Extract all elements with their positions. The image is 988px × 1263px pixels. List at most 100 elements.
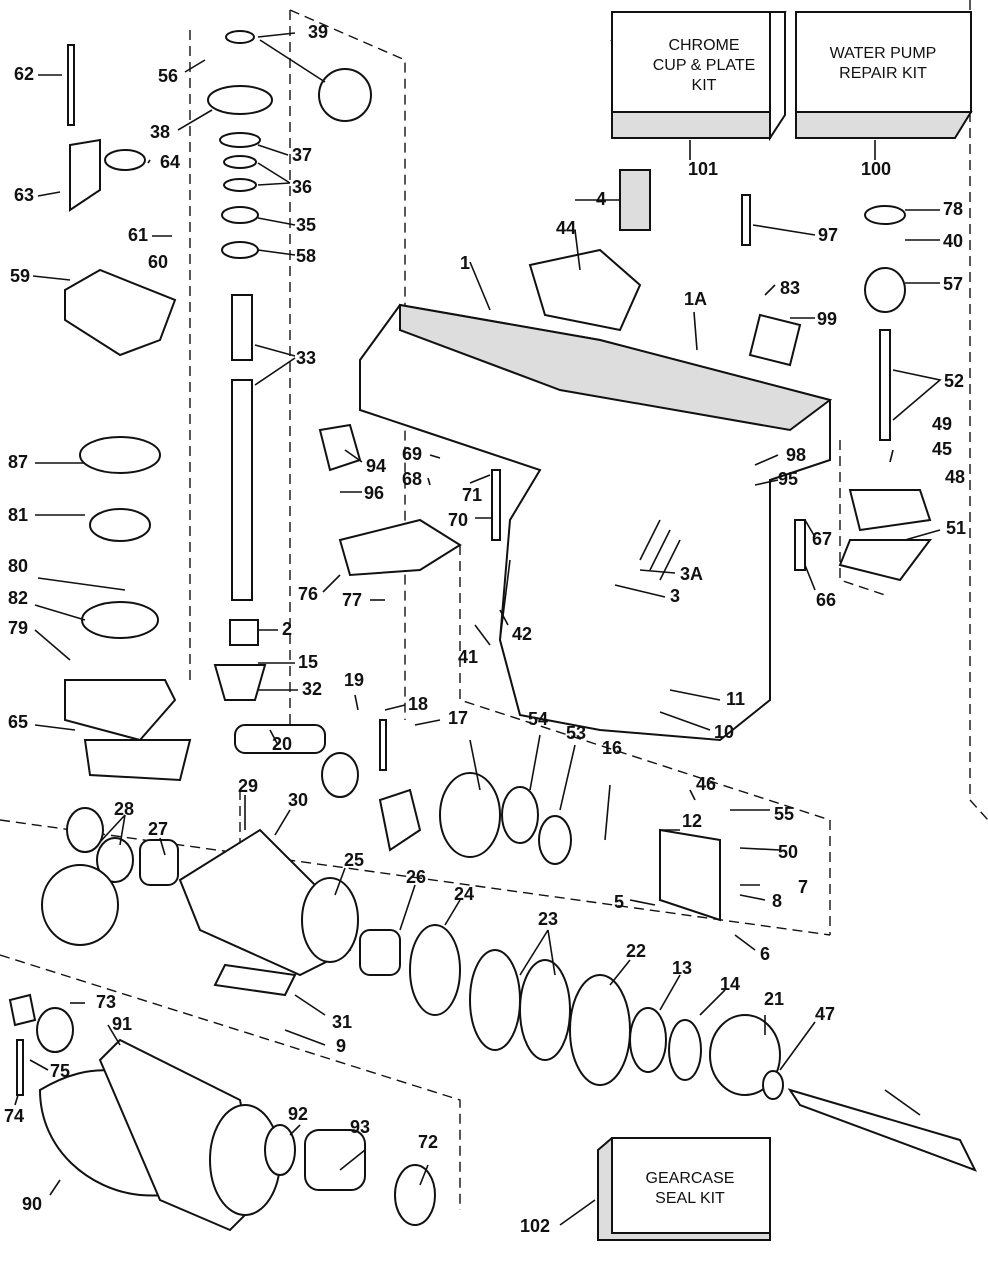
kit-labels: CHROME CUP & PLATE KIT 101 WATER PUMP RE… (646, 37, 937, 1207)
callout-49: 49 (932, 414, 952, 434)
callout-46: 46 (696, 774, 716, 794)
callout-73: 73 (96, 992, 116, 1012)
callout-58: 58 (296, 246, 316, 266)
callout-6: 6 (760, 944, 770, 964)
kit-chrome-line-2: CUP & PLATE (653, 57, 756, 74)
callout-45: 45 (932, 439, 952, 459)
callout-68: 68 (402, 469, 422, 489)
callout-3a: 3A (680, 564, 703, 584)
callout-32: 32 (302, 679, 322, 699)
callout-57: 57 (943, 274, 963, 294)
callout-3: 3 (670, 586, 680, 606)
callout-65: 65 (8, 712, 28, 732)
callout-59: 59 (10, 266, 30, 286)
callout-80: 80 (8, 556, 28, 576)
callout-2: 2 (282, 619, 292, 639)
callout-15: 15 (298, 652, 318, 672)
callout-66: 66 (816, 590, 836, 610)
callout-25: 25 (344, 850, 364, 870)
kit-chrome-line-1: CHROME (668, 37, 739, 54)
gearcase-housing (359, 303, 833, 742)
callout-17: 17 (448, 708, 468, 728)
callout-48: 48 (945, 467, 965, 487)
callout-29: 29 (238, 776, 258, 796)
callout-20: 20 (272, 734, 292, 754)
callout-1a: 1A (684, 289, 707, 309)
callout-63: 63 (14, 185, 34, 205)
callout-42: 42 (512, 624, 532, 644)
callout-10: 10 (714, 722, 734, 742)
kit-chrome-number: 101 (688, 159, 718, 179)
callout-1: 1 (460, 253, 470, 273)
callout-62: 62 (14, 64, 34, 84)
callout-76: 76 (298, 584, 318, 604)
callout-60: 60 (148, 252, 168, 272)
callout-96: 96 (364, 483, 384, 503)
propeller-assembly (8, 993, 436, 1232)
callout-33: 33 (296, 348, 316, 368)
callout-12: 12 (682, 811, 702, 831)
callout-19: 19 (344, 670, 364, 690)
callout-30: 30 (288, 790, 308, 810)
callout-61: 61 (128, 225, 148, 245)
kit-waterpump-number: 100 (861, 159, 891, 179)
callout-40: 40 (943, 231, 963, 251)
callout-99: 99 (817, 309, 837, 329)
callout-83: 83 (780, 278, 800, 298)
callout-56: 56 (158, 66, 178, 86)
callout-79: 79 (8, 618, 28, 638)
callout-50: 50 (778, 842, 798, 862)
callout-18: 18 (408, 694, 428, 714)
callout-70: 70 (448, 510, 468, 530)
callout-51: 51 (946, 518, 966, 538)
callout-36: 36 (292, 177, 312, 197)
callout-28: 28 (114, 799, 134, 819)
callout-77: 77 (342, 590, 362, 610)
callout-27: 27 (148, 819, 168, 839)
callout-14: 14 (720, 974, 740, 994)
callout-74: 74 (4, 1106, 24, 1126)
shift-parts (318, 169, 932, 582)
kit-chrome-line-3: KIT (692, 77, 717, 94)
callout-54: 54 (528, 709, 548, 729)
callout-44: 44 (556, 218, 576, 238)
kit-waterpump-box (795, 11, 973, 139)
callout-38: 38 (150, 122, 170, 142)
callout-47: 47 (815, 1004, 835, 1024)
callout-92: 92 (288, 1104, 308, 1124)
callout-7: 7 (798, 877, 808, 897)
callout-4: 4 (596, 189, 606, 209)
callout-22: 22 (626, 941, 646, 961)
dashed-boundaries (0, 0, 988, 1210)
callout-8: 8 (772, 891, 782, 911)
callout-53: 53 (566, 723, 586, 743)
callout-41: 41 (458, 647, 478, 667)
callout-39: 39 (308, 22, 328, 42)
pump-parts (64, 30, 372, 782)
callout-102: 102 (520, 1216, 550, 1236)
callout-82: 82 (8, 588, 28, 608)
callout-9: 9 (336, 1036, 346, 1056)
callout-37: 37 (292, 145, 312, 165)
kit-waterpump-line-2: REPAIR KIT (839, 65, 927, 82)
callout-95: 95 (778, 469, 798, 489)
callout-13: 13 (672, 958, 692, 978)
callout-11: 11 (726, 689, 745, 709)
callout-21: 21 (764, 989, 784, 1009)
kit-gearcase-line-2: SEAL KIT (655, 1190, 725, 1207)
callout-16: 16 (602, 738, 622, 758)
callout-94: 94 (366, 456, 386, 476)
callout-35: 35 (296, 215, 316, 235)
callout-5: 5 (614, 892, 624, 912)
callout-72: 72 (418, 1132, 438, 1152)
kit-waterpump-line-1: WATER PUMP (830, 45, 937, 62)
callout-97: 97 (818, 225, 838, 245)
callout-31: 31 (332, 1012, 352, 1032)
callout-87: 87 (8, 452, 28, 472)
callout-90: 90 (22, 1194, 42, 1214)
callout-55: 55 (774, 804, 794, 824)
callout-24: 24 (454, 884, 474, 904)
callout-75: 75 (50, 1061, 70, 1081)
